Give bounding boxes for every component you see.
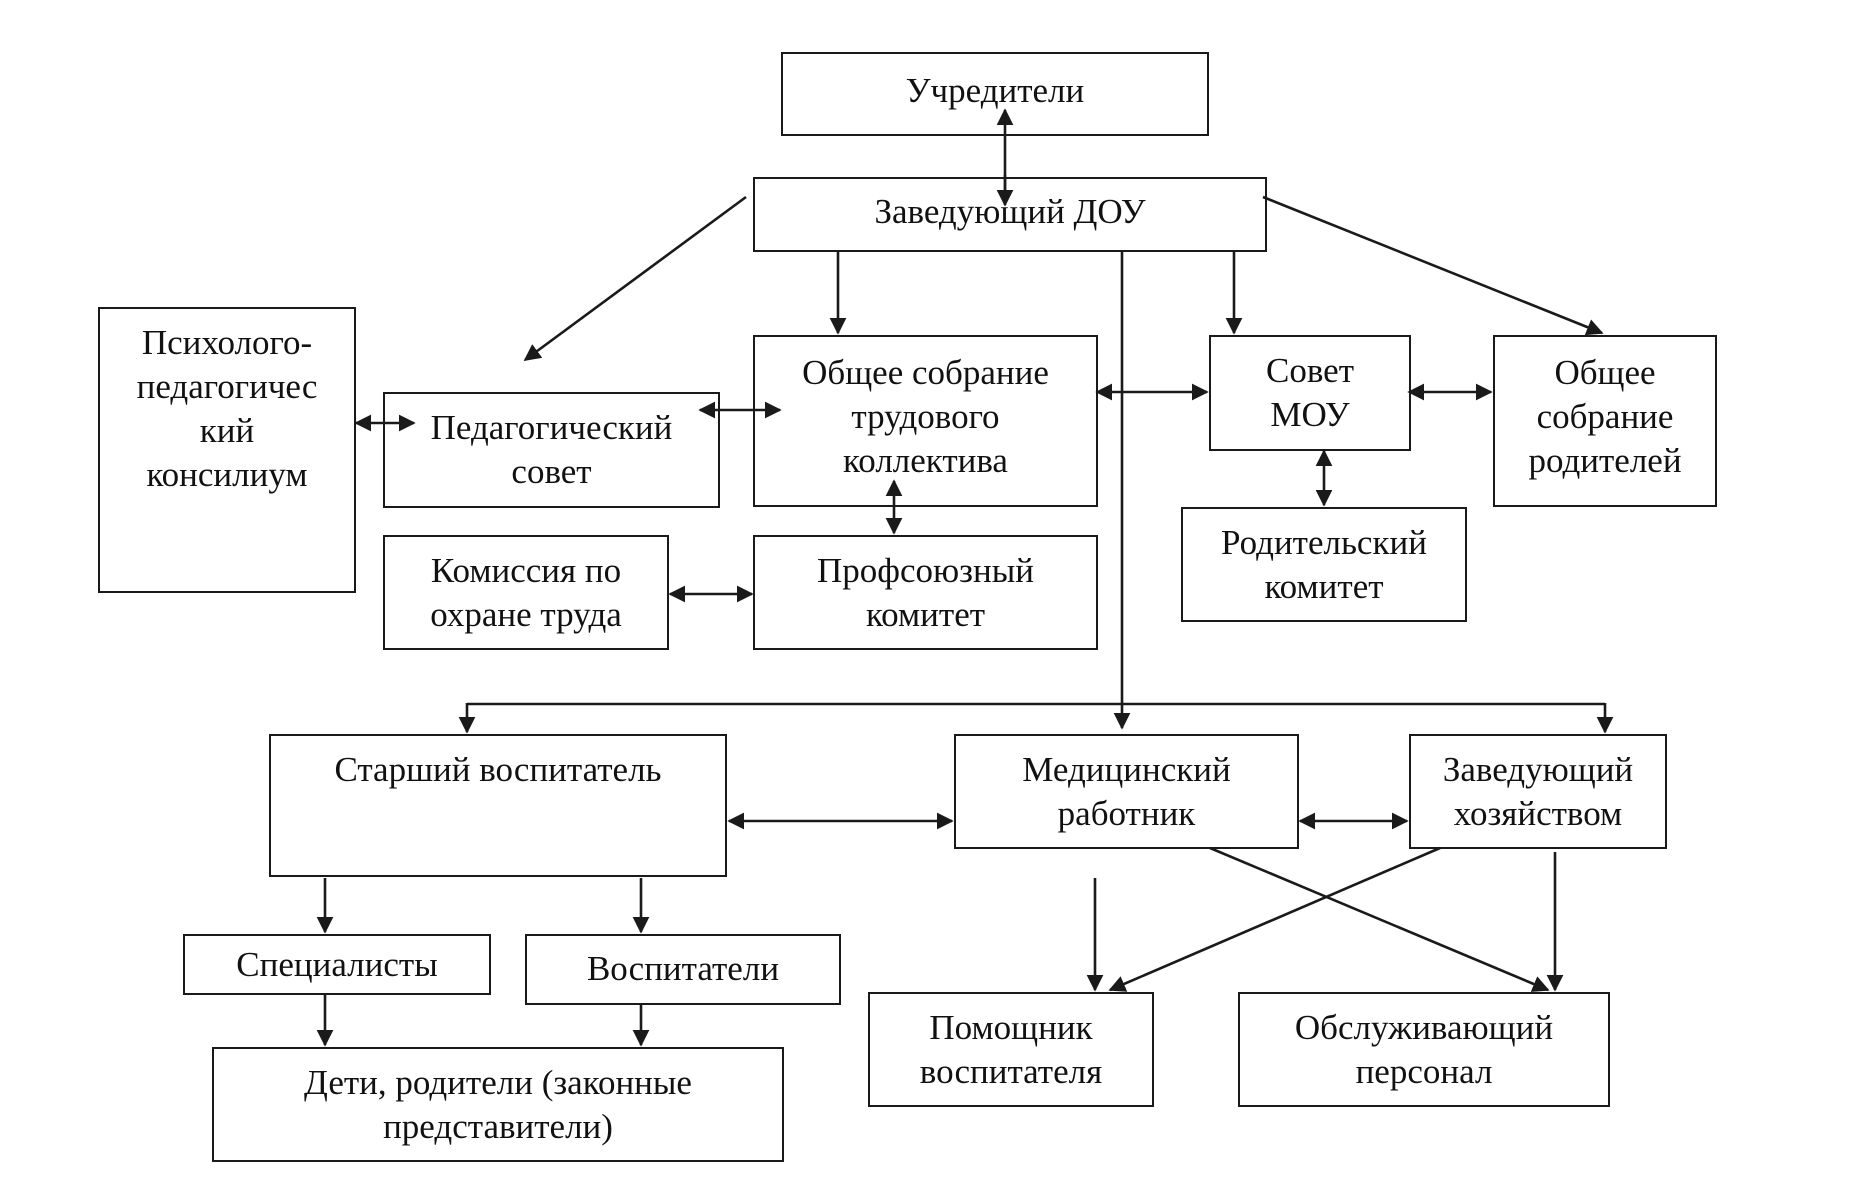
node-ped-council[interactable]: Педагогический совет — [383, 392, 720, 508]
node-founders-label: Учредители — [905, 71, 1085, 110]
node-senior-educator-label: Старший воспитатель — [334, 750, 662, 789]
node-educators[interactable]: Воспитатели — [525, 934, 841, 1005]
node-parents-meeting-label: Общее собрание родителей — [1528, 353, 1682, 480]
edge-household-assistant — [1108, 846, 1441, 992]
node-council-mou[interactable]: Совет МОУ — [1209, 335, 1411, 451]
node-medical[interactable]: Медицинский работник — [954, 734, 1299, 849]
edge-medical-service-staff — [1209, 846, 1550, 992]
node-household-label: Заведующий хозяйством — [1442, 750, 1634, 833]
node-parent-committee-label: Родительский комитет — [1221, 523, 1427, 606]
node-general-meeting-label: Общее собрание трудового коллектива — [802, 353, 1049, 480]
edge-head-ped-council — [523, 195, 747, 362]
node-ppk-label: Психолого- педагогичес кий консилиум — [136, 323, 318, 494]
node-parents-meeting[interactable]: Общее собрание родителей — [1493, 335, 1717, 507]
node-labor-commission[interactable]: Комиссия по охране труда — [383, 535, 669, 650]
node-medical-label: Медицинский работник — [1022, 750, 1231, 833]
node-parent-committee[interactable]: Родительский комитет — [1181, 507, 1467, 622]
node-children-parents-label: Дети, родители (законные представители) — [304, 1063, 692, 1146]
edge-head-parents-meeting — [1262, 195, 1604, 336]
node-head-label: Заведующий ДОУ — [874, 192, 1146, 231]
node-head[interactable]: Заведующий ДОУ — [753, 177, 1267, 252]
node-founders[interactable]: Учредители — [781, 52, 1209, 136]
node-ped-council-label: Педагогический совет — [430, 408, 673, 491]
node-specialists[interactable]: Специалисты — [183, 934, 491, 995]
node-trade-union-label: Профсоюзный комитет — [817, 551, 1034, 634]
node-council-mou-label: Совет МОУ — [1266, 351, 1354, 434]
node-educators-label: Воспитатели — [586, 949, 780, 988]
node-ppk[interactable]: Психолого- педагогичес кий консилиум — [98, 307, 356, 593]
node-assistant[interactable]: Помощник воспитателя — [868, 992, 1154, 1107]
node-household[interactable]: Заведующий хозяйством — [1409, 734, 1667, 849]
node-service-staff[interactable]: Обслуживающий персонал — [1238, 992, 1610, 1107]
node-specialists-label: Специалисты — [236, 945, 438, 984]
node-senior-educator[interactable]: Старший воспитатель — [269, 734, 727, 877]
node-service-staff-label: Обслуживающий персонал — [1294, 1008, 1554, 1091]
node-general-meeting[interactable]: Общее собрание трудового коллектива — [753, 335, 1098, 507]
node-children-parents[interactable]: Дети, родители (законные представители) — [212, 1047, 784, 1162]
node-labor-commission-label: Комиссия по охране труда — [430, 551, 622, 634]
node-trade-union[interactable]: Профсоюзный комитет — [753, 535, 1098, 650]
node-assistant-label: Помощник воспитателя — [919, 1008, 1103, 1091]
